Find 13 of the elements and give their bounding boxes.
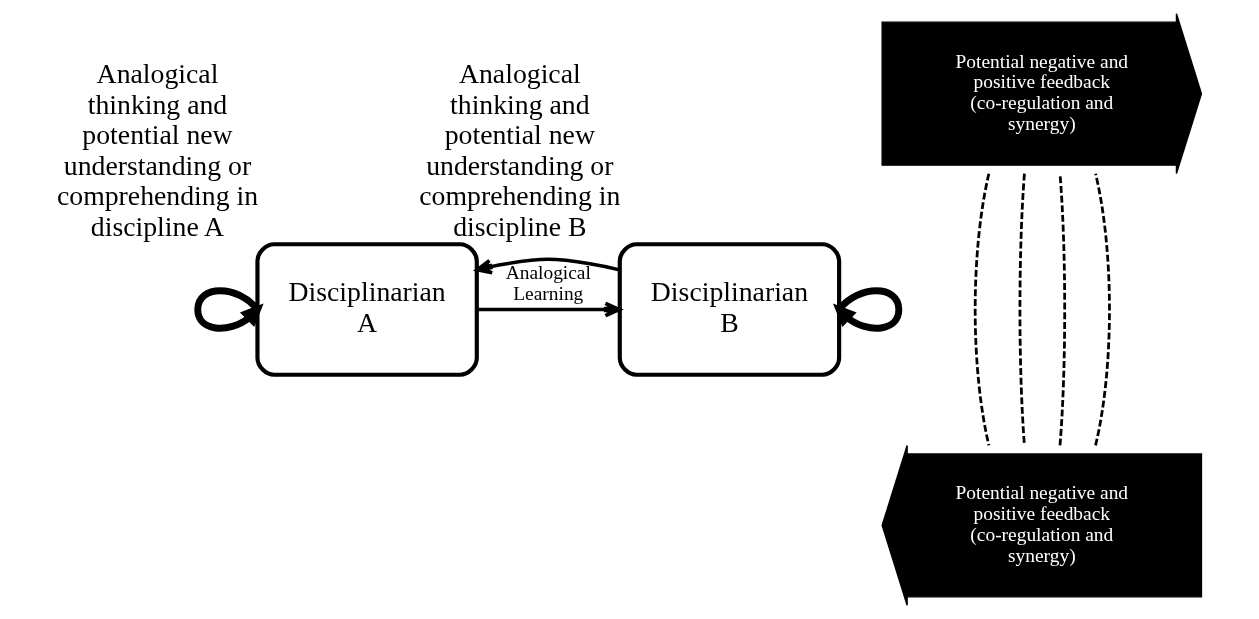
arrow bbox=[832, 287, 903, 332]
edge-label: Analogical Learning bbox=[505, 262, 591, 305]
connector bbox=[1058, 173, 1067, 446]
node-box: Disciplinarian A bbox=[255, 242, 479, 377]
connector bbox=[1094, 173, 1111, 446]
arrow bbox=[194, 287, 264, 332]
node-box: Disciplinarian B bbox=[617, 242, 842, 377]
arrow bbox=[476, 301, 622, 318]
node-label: Analogical thinking and potential new understanding or comprehending in discipline B bbox=[419, 58, 621, 242]
connector bbox=[1018, 173, 1026, 446]
node-label: Analogical thinking and potential new understanding or comprehending in discipline A bbox=[56, 58, 259, 242]
arrow bbox=[475, 257, 620, 275]
connector bbox=[973, 173, 991, 446]
